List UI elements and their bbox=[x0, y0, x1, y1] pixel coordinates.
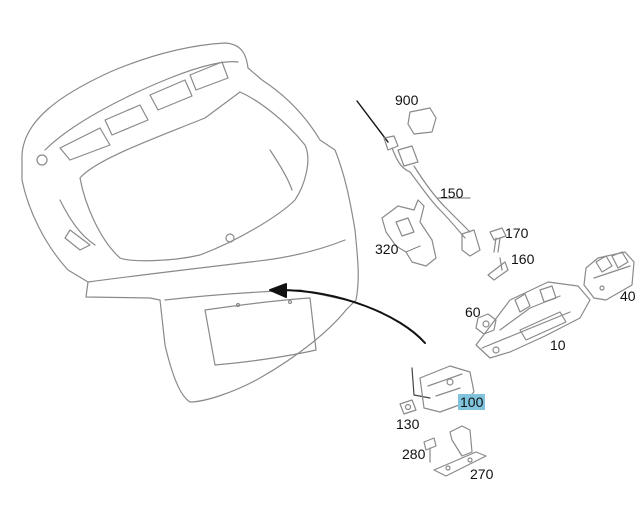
label-160: 160 bbox=[511, 251, 535, 267]
part-130-screw bbox=[399, 399, 417, 415]
label-270: 270 bbox=[470, 466, 494, 482]
tailgate-illustration bbox=[21, 42, 359, 403]
assembly-arrow bbox=[269, 283, 426, 344]
label-100-highlighted[interactable]: 100 bbox=[458, 394, 486, 410]
label-60: 60 bbox=[465, 304, 481, 320]
label-150: 150 bbox=[440, 185, 464, 201]
part-10-handle-housing bbox=[475, 281, 591, 359]
part-160-clip bbox=[487, 257, 509, 281]
part-170-screw bbox=[489, 227, 507, 253]
label-10: 10 bbox=[550, 337, 566, 353]
label-280: 280 bbox=[402, 446, 426, 462]
part-900-connector bbox=[356, 100, 437, 151]
part-280-bolt bbox=[423, 437, 437, 463]
label-900: 900 bbox=[395, 92, 419, 108]
label-130: 130 bbox=[396, 416, 420, 432]
label-40: 40 bbox=[620, 288, 636, 304]
part-150-wiring-harness bbox=[391, 145, 481, 257]
part-270-plate bbox=[433, 425, 487, 477]
label-320: 320 bbox=[375, 241, 399, 257]
part-320-bracket bbox=[381, 199, 437, 267]
label-170: 170 bbox=[505, 225, 529, 241]
part-60-nut bbox=[475, 313, 497, 335]
part-40-switch bbox=[583, 251, 635, 301]
